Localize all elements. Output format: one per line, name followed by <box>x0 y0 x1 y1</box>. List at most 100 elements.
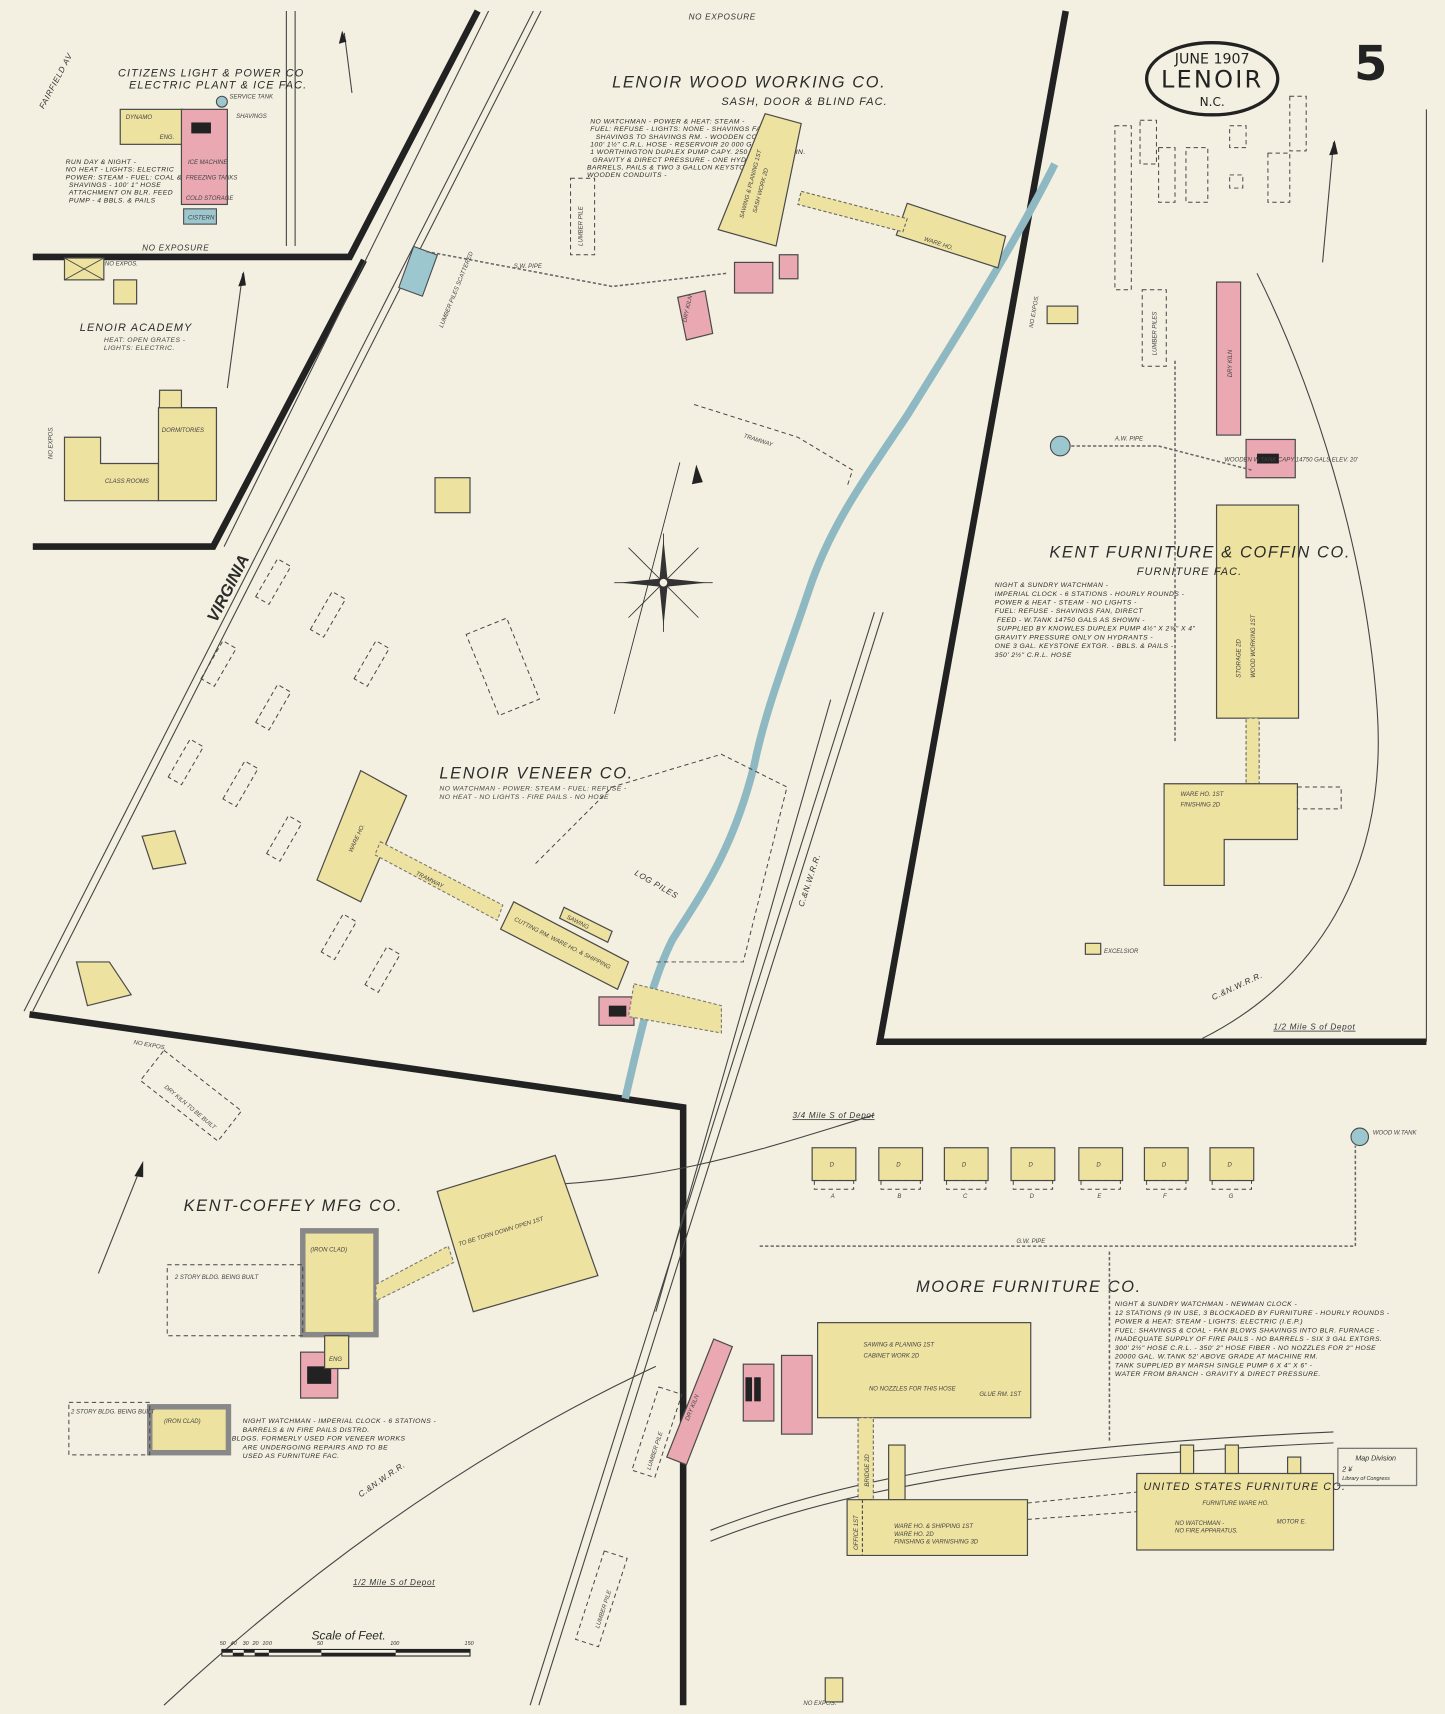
dwelling-d: DD <box>1010 1147 1056 1200</box>
map-text: B <box>897 1194 901 1200</box>
map-text: ARE UNDERGOING REPAIRS AND TO BE <box>242 1444 388 1451</box>
room-label: (IRON CLAD) <box>310 1248 347 1254</box>
brick-outbuilding <box>778 254 799 280</box>
wood-working-building <box>1215 504 1300 719</box>
lumber-pile <box>465 617 541 717</box>
boiler-house <box>733 261 774 294</box>
pipe-label: A.W. PIPE <box>1114 437 1144 443</box>
map-text: G <box>1229 1194 1234 1200</box>
company-name: KENT FURNITURE & COFFIN CO. <box>1049 544 1351 562</box>
map-text: Library of Congress <box>1342 1476 1390 1482</box>
citizens-light-power-co: CITIZENS LIGHT & POWER CO ELECTRIC PLANT… <box>66 68 306 225</box>
moore-furniture-co: MOORE FURNITURE CO. G.W. PIPE WOOD W.TAN… <box>574 1127 1418 1703</box>
company-subtitle: SASH, DOOR & BLIND FAC. <box>721 96 887 108</box>
kent-coffey-notes: NIGHT WATCHMAN - IMPERIAL CLOCK - 6 STAT… <box>232 1418 437 1460</box>
room-label: DRY KILN <box>1228 349 1234 377</box>
depot-distance-label: 1/2 Mile S of Depot <box>1273 1023 1355 1032</box>
room-label: ENG <box>329 1357 342 1363</box>
room-label: SHAVINGS <box>236 114 267 120</box>
company-name: KENT-COFFEY MFG CO. <box>184 1197 403 1215</box>
company-name: LENOIR WOOD WORKING CO. <box>612 73 886 91</box>
map-city: LENOIR <box>1161 65 1263 93</box>
lumber-pile <box>570 177 596 256</box>
room-label: WARE HO. & SHIPPING 1ST <box>894 1524 974 1530</box>
no-exposure-academy: NO EXPOS. <box>105 262 138 268</box>
dwelling-row: 3/4 Mile S of Depot DA DB DC DD DE DF DG <box>792 1111 1255 1200</box>
map-text: USED AS FURNITURE FAC. <box>243 1453 340 1460</box>
map-text: NIGHT WATCHMAN - IMPERIAL CLOCK - 6 STAT… <box>243 1418 437 1425</box>
map-text: POWER & HEAT: STEAM - LIGHTS: ELECTRIC (… <box>1115 1319 1303 1326</box>
map-text: SUPPLIED BY KNOWLES DUPLEX PUMP 4½" X 2¾… <box>997 625 1196 633</box>
service-tank-icon <box>215 95 228 108</box>
room-label: ENG. <box>160 135 175 141</box>
map-text: TANK SUPPLIED BY MARSH SINGLE PUMP 6 X 4… <box>1115 1362 1313 1369</box>
block-boundaries <box>23 9 1427 1706</box>
map-text: WATER FROM BRANCH - GRAVITY & DIRECT PRE… <box>1115 1371 1321 1378</box>
room-label: CABINET WORK 2D <box>864 1354 920 1360</box>
lenoir-veneer-co: LENOIR VENEER CO. NO WATCHMAN - POWER: S… <box>316 753 788 1034</box>
map-text: 100' 1½" C.R.L. HOSE - RESERVOIR 20 000 … <box>590 141 773 149</box>
us-furniture-note: NO WATCHMAN - <box>1175 1521 1224 1527</box>
pipe-label: S.W. PIPE <box>514 264 543 270</box>
no-exposure-citizens: NO EXPOSURE <box>142 243 209 252</box>
map-state: N.C. <box>1200 95 1225 109</box>
map-text: PUMP - 4 BBLS. & PAILS <box>69 197 156 204</box>
room-label: DYNAMO <box>126 115 153 121</box>
room-label: 2 STORY BLDG. BEING BUILT <box>174 1275 260 1281</box>
dwelling <box>75 961 133 1007</box>
map-text: BARRELS & IN FIRE PAILS DISTRD. <box>243 1427 370 1434</box>
kent-furniture-coffin-co: NIGHT & SUNDRY WATCHMAN - IMPERIAL CLOCK… <box>995 95 1359 1032</box>
north-arrow-icon <box>97 30 1338 1274</box>
map-text: D <box>1162 1162 1167 1168</box>
dry-kiln-planned <box>139 1049 243 1142</box>
tramway <box>374 840 504 922</box>
dry-kiln <box>1215 281 1242 436</box>
veneer-note: NO WATCHMAN - POWER: STEAM - FUEL: REFUS… <box>439 785 627 792</box>
kent-coffey-mfg-co: KENT-COFFEY MFG CO. (IRON CLAD) TO BE TO… <box>68 1049 599 1587</box>
academy-name: LENOIR ACADEMY <box>80 322 193 334</box>
small-building <box>824 1677 844 1703</box>
map-text: FUEL: REFUSE - LIGHTS: NONE - SHAVINGS F… <box>590 126 795 133</box>
ware-house-finishing <box>1163 783 1299 887</box>
room-label: LUMBER PILE <box>579 205 585 246</box>
no-exposure-kent: NO EXPOS. <box>1029 295 1041 329</box>
academy-note: LIGHTS: ELECTRIC. <box>104 345 175 352</box>
water-tank-icon <box>1350 1127 1370 1147</box>
map-text: 1 WORTHINGTON DUPLEX PUMP CAPY. 250 GALS… <box>590 149 805 156</box>
map-text: 30 <box>243 1641 249 1647</box>
map-text: 50 <box>317 1641 323 1647</box>
room-label: 2 STORY BLDG. BEING BUILT <box>70 1409 156 1415</box>
room-label: ICE MACHINE <box>188 160 228 166</box>
lumber-pile <box>574 1550 628 1648</box>
sawing-planing-building <box>717 113 802 247</box>
library-of-congress-stamp: Map Division 2 ¥ Library of Congress <box>1337 1447 1418 1487</box>
map-text: POWER & HEAT - STEAM - NO LIGHTS - <box>995 600 1137 607</box>
ware-house-shipping <box>846 1499 1029 1557</box>
room-label: GLUE RM. 1ST <box>979 1392 1022 1398</box>
map-text: BLDGS. FORMERLY USED FOR VENEER WORKS <box>232 1436 406 1443</box>
map-text: 150 <box>465 1641 474 1647</box>
dynamo-building <box>119 108 184 145</box>
academy-note: HEAT: OPEN GRATES - <box>104 337 186 344</box>
no-exposure-moore: NO EXPOS. <box>803 1701 836 1707</box>
map-text: FUEL: REFUSE - SHAVINGS FAN, DIRECT <box>995 608 1144 615</box>
map-text: NO WATCHMAN - POWER & HEAT: STEAM - <box>590 119 745 126</box>
dwelling <box>141 830 187 870</box>
room-label: WARE HO. 2D <box>894 1532 934 1538</box>
map-text: D <box>1227 1162 1232 1168</box>
room-label: COLD STORAGE <box>186 196 235 202</box>
moore-notes: NIGHT & SUNDRY WATCHMAN - NEWMAN CLOCK -… <box>1114 1301 1390 1378</box>
map-text: ONE 3 GAL. KEYSTONE EXTGR. - BBLS. & PAI… <box>995 643 1174 650</box>
map-text: GRAVITY PRESSURE ONLY ON HYDRANTS - <box>995 634 1154 641</box>
room-label: WOOD WORKING 1ST <box>1251 613 1257 677</box>
map-text: 350' 2½" C.R.L. HOSE <box>995 651 1072 659</box>
us-furniture-note: NO FIRE APPARATUS. <box>1175 1528 1238 1534</box>
river <box>621 162 1059 1100</box>
map-text: D <box>1030 1194 1035 1200</box>
room-label: CISTERN <box>188 216 215 222</box>
room-label: FINISHING 2D <box>1180 803 1220 809</box>
map-text: GRAVITY & DIRECT PRESSURE - ONE HYDRANT … <box>592 157 771 164</box>
map-text: FUEL: SHAVINGS & COAL - FAN BLOWS SHAVIN… <box>1115 1327 1380 1334</box>
